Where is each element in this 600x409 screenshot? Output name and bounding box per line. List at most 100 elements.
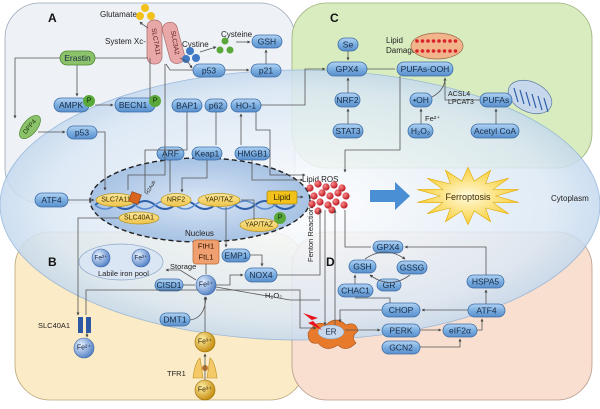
cisd1-node[interactable]: CISD1 [154, 278, 184, 292]
p53-node-top[interactable]: p53 [192, 63, 226, 78]
cytoplasm-label: Cytoplasm [551, 194, 589, 203]
p53-node[interactable]: p53 [66, 125, 98, 140]
lipid-damage-particle [437, 49, 441, 53]
chop-node[interactable]: CHOP [381, 302, 421, 318]
svg-text:GSH: GSH [258, 37, 276, 47]
hspa5-node[interactable]: HSPA5 [466, 274, 505, 289]
lipid-ros-particle [330, 181, 338, 189]
lipid-damage-particle [415, 39, 419, 43]
labile-iron-pool-label: Labile iron pool [98, 269, 149, 278]
nox4-node[interactable]: NOX4 [244, 267, 278, 283]
yap-taz-gene[interactable]: YAP/TAZ [197, 193, 241, 207]
svg-text:GSSG: GSSG [400, 263, 425, 273]
lipid-damage-particle [453, 39, 458, 43]
emp1-node[interactable]: EMP1 [221, 248, 251, 263]
panel-a-letter: A [48, 11, 57, 25]
keap1-node[interactable]: Keap1 [191, 146, 223, 161]
phospho-icon [83, 95, 95, 107]
se-node[interactable]: Se [337, 37, 359, 52]
gcn2-to-eif2a [420, 338, 462, 348]
hmgb1-node[interactable]: HMGB1 [234, 146, 271, 161]
dmt1-to-fe2 [189, 296, 208, 321]
svg-text:PERK: PERK [389, 326, 412, 336]
system-xc-label: System Xc- [105, 37, 146, 46]
membrane-bilayer-line [519, 89, 525, 105]
bap1-node[interactable]: BAP1 [171, 98, 203, 113]
gsh-node-d[interactable]: GSH [348, 259, 377, 274]
stat3-node[interactable]: STAT3 [332, 123, 364, 139]
gssg-node[interactable]: GSSG [396, 260, 428, 275]
pufas-ooh-node[interactable]: PUFAs-OOH [396, 61, 454, 77]
arf-node[interactable]: ARF [156, 146, 185, 161]
svg-text:STAT3: STAT3 [335, 126, 360, 136]
svg-text:H₂O₂: H₂O₂ [411, 126, 430, 136]
gpx4-node-c[interactable]: GPX4 [326, 61, 368, 77]
lipid-damage-membrane [410, 32, 464, 60]
er-organelle[interactable]: ER [307, 319, 359, 349]
hydroxyl-radical-node[interactable]: •OH [409, 92, 433, 108]
stress-lightning-icon [303, 313, 322, 330]
phospho-label: P [278, 215, 283, 222]
cystine-dot [192, 54, 200, 62]
svg-text:EMP1: EMP1 [224, 251, 247, 261]
slc40a1-transporter [78, 317, 91, 333]
gpx4-inhibits-ros [344, 210, 371, 248]
svg-text:GCN2: GCN2 [389, 343, 413, 353]
slc7a11-transporter: SLC7A11 [146, 19, 163, 65]
svg-text:eIF2α: eIF2α [449, 326, 471, 336]
perk-node[interactable]: PERK [381, 323, 421, 338]
chop-to-er [338, 309, 382, 323]
h2o2-label-b: H₂O₂ [265, 291, 282, 300]
atf4-node-d[interactable]: ATF4 [467, 303, 506, 318]
panel-c-letter: C [330, 11, 339, 25]
svg-text:•OH: •OH [413, 95, 429, 105]
p62-node[interactable]: p62 [204, 98, 228, 113]
svg-text:CHAC1: CHAC1 [341, 286, 370, 296]
tfr1-receptor [192, 357, 218, 379]
lipid-damage-particle [437, 39, 441, 43]
h2o2-path [215, 286, 320, 301]
svg-text:CISD1: CISD1 [156, 280, 181, 290]
gpx4-node-d[interactable]: GPX4 [372, 240, 404, 254]
ho1-node[interactable]: HO-1 [230, 98, 262, 113]
nrf2-node-c[interactable]: NRF2 [334, 92, 361, 108]
cystine-dot [186, 47, 194, 55]
chac1-node[interactable]: CHAC1 [337, 283, 374, 298]
svg-text:NOX4: NOX4 [249, 270, 272, 280]
yap-taz-phospho[interactable]: YAP/TAZ [239, 218, 279, 232]
hmgb1-to-ros [251, 160, 304, 182]
gcn2-node[interactable]: GCN2 [381, 340, 421, 355]
eif2a-node[interactable]: eIF2α [442, 323, 478, 338]
svg-text:AMPK: AMPK [59, 100, 83, 110]
slc7a11-transporter-label: SLC7A11 [150, 28, 162, 57]
lipid-damage-particle [426, 39, 430, 43]
fe2-pool-label: Fe²⁺ [94, 255, 108, 262]
svg-text:DMT1: DMT1 [163, 315, 186, 325]
slc40a1-gene[interactable]: SLC40A1 [118, 211, 160, 225]
becn1-node[interactable]: BECN1 [114, 97, 156, 113]
tfr1-label: TFR1 [167, 369, 186, 378]
svg-text:PUFAs-OOH: PUFAs-OOH [401, 64, 450, 74]
chop-to-chac1 [355, 297, 391, 303]
lipid-node[interactable]: Lipid [266, 190, 298, 205]
keap1-to-nrf2 [180, 160, 208, 193]
xc-to-cystine [179, 57, 193, 69]
svg-text:FtH1: FtH1 [198, 242, 214, 251]
nrf2-gene[interactable]: NRF2 [160, 193, 192, 207]
dmt1-node[interactable]: DMT1 [159, 312, 191, 327]
gsh-node-a[interactable]: GSH [251, 34, 283, 49]
ferroptosis-arrow [370, 182, 410, 210]
acetyl-coa-node[interactable]: Acetyl CoA [470, 123, 520, 139]
erastin-node[interactable]: Erastin [59, 50, 96, 66]
svg-text:p53: p53 [202, 66, 216, 76]
slc3a2-label: SLC3A2 [169, 30, 180, 55]
emp1-to-nox4 [250, 254, 264, 267]
atf4-node-nuclear[interactable]: ATF4 [34, 192, 69, 208]
p21-node[interactable]: p21 [250, 63, 282, 78]
gsh-to-gssg [364, 251, 406, 260]
pufas-node[interactable]: PUFAs [479, 92, 513, 108]
lipid-ros-particle [338, 184, 346, 192]
fth1-ftl1-node[interactable]: FtH1 FtL1 [192, 239, 220, 265]
dpp4-node[interactable]: DPP4 [16, 112, 45, 142]
h2o2-node-c[interactable]: H₂O₂ [407, 123, 434, 139]
